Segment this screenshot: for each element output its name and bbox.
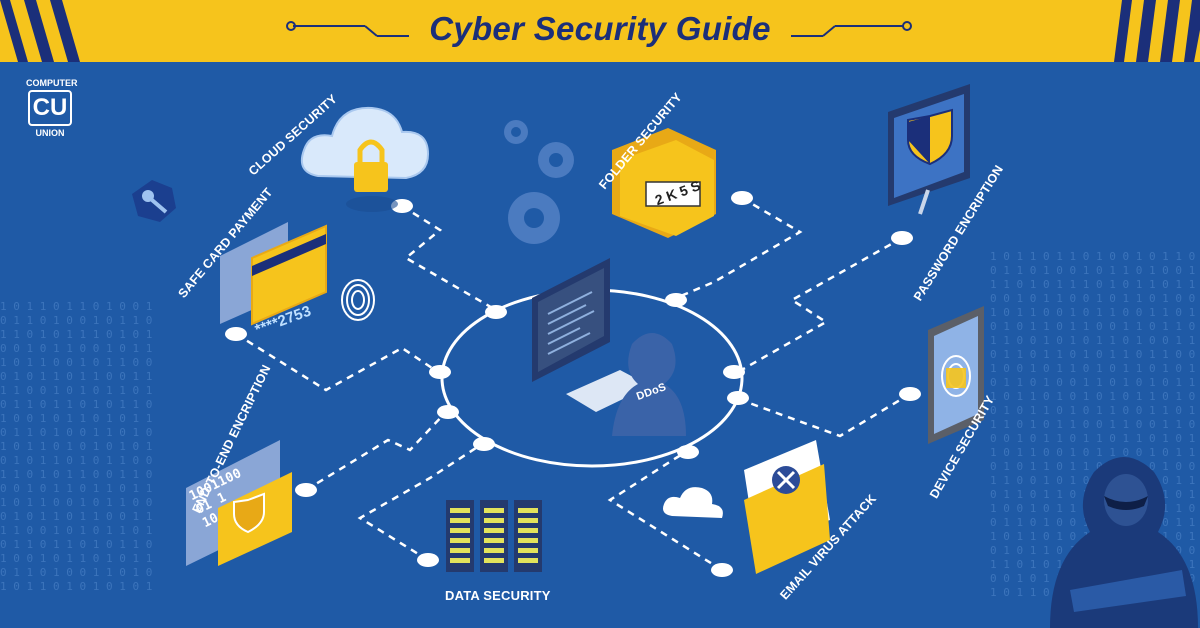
email-virus-icon xyxy=(663,440,830,574)
node-dot xyxy=(891,231,913,245)
monitor-shield-icon xyxy=(888,84,970,215)
logo-mark: CU xyxy=(28,90,72,126)
phone-fingerprint-icon xyxy=(928,306,984,444)
node-dot xyxy=(417,553,439,567)
node-dot xyxy=(473,437,495,451)
computer-union-logo: COMPUTER CU UNION xyxy=(26,78,78,140)
fingerprint-icon xyxy=(341,279,375,321)
page-title: Cyber Security Guide xyxy=(429,10,771,47)
node-dot xyxy=(665,293,687,307)
credit-card-icon xyxy=(220,222,327,326)
connector-card xyxy=(235,332,439,392)
connector-cloud xyxy=(401,204,497,312)
connector-password xyxy=(737,236,903,374)
node-dot xyxy=(429,365,451,379)
node-dot xyxy=(295,483,317,497)
label-data-security: DATA SECURITY xyxy=(445,588,551,603)
node-dot xyxy=(437,405,459,419)
stripes-left xyxy=(0,0,80,62)
binary-rain-left: 1 0 1 1 0 1 1 0 1 0 0 1 0 1 1 0 1 0 0 1 … xyxy=(0,300,153,593)
circuit-deco-right xyxy=(791,21,912,37)
connector-email xyxy=(607,450,723,572)
folder-lock-icon xyxy=(612,128,716,238)
hooded-hacker-icon xyxy=(1050,457,1198,628)
node-dot xyxy=(225,327,247,341)
computer-hacker-icon xyxy=(532,258,686,436)
stripes-right xyxy=(1114,0,1200,62)
header-banner xyxy=(0,0,1200,62)
cloud-lock-icon xyxy=(300,106,430,212)
node-dot xyxy=(711,563,733,577)
logo-bottom-text: UNION xyxy=(35,128,65,138)
connector-data xyxy=(357,442,483,562)
node-dot xyxy=(677,445,699,459)
node-dot xyxy=(723,365,745,379)
node-dot xyxy=(485,305,507,319)
node-dot xyxy=(731,191,753,205)
server-rack-icon xyxy=(446,500,542,572)
connector-e2e xyxy=(305,411,447,492)
circuit-deco-left xyxy=(286,21,409,37)
key-icon xyxy=(132,180,176,222)
encryption-panel-icon xyxy=(186,440,292,566)
node-dot xyxy=(899,387,921,401)
logo-top-text: COMPUTER xyxy=(26,78,78,88)
connector-device xyxy=(729,392,911,438)
node-dot xyxy=(727,391,749,405)
connector-folder xyxy=(675,196,803,300)
gears-icon xyxy=(504,120,574,244)
